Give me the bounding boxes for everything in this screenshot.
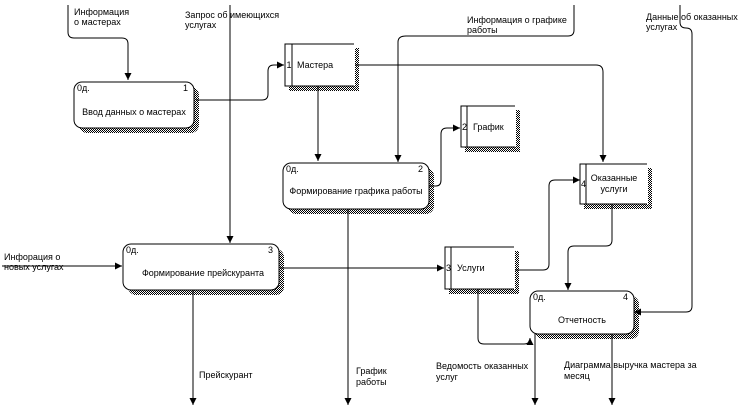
- flow-label-services-request-1: Запрос об имеющихся: [185, 10, 279, 20]
- flow-schedule-info-line[interactable]: [394, 5, 575, 162]
- flow-masters-to-rendered-line[interactable]: [354, 64, 607, 162]
- flow-label-schedule-info-1: Информация о графике: [467, 15, 567, 25]
- flow-label-statement-2: услуг: [436, 372, 459, 382]
- store-rendered-number: 4: [581, 179, 586, 189]
- flow-masters-info-line[interactable]: [67, 5, 132, 80]
- process-4-number: 4: [623, 292, 628, 302]
- flow-label-services-request-2: услугах: [185, 20, 217, 30]
- flow-label-schedule-info-2: работы: [467, 25, 498, 35]
- process-2-id: 0д.: [286, 164, 299, 174]
- store-masters-number: 1: [287, 60, 292, 70]
- store-schedule-label: График: [473, 122, 504, 132]
- flow-p1-to-masters-line[interactable]: [196, 61, 284, 101]
- store-services-label: Услуги: [457, 263, 485, 273]
- flow-label-statement-1: Ведомость оказанных: [436, 361, 529, 371]
- flow-services-to-p4-line[interactable]: [477, 289, 534, 346]
- flow-services-to-rendered-line[interactable]: [514, 176, 580, 271]
- flow-label-revenue-chart-1: Диаграмма выручка мастера за: [564, 360, 697, 370]
- process-1-label: Ввод данных о мастерах: [82, 107, 186, 117]
- process-1[interactable]: 0д. 1 Ввод данных о мастерах: [73, 81, 199, 133]
- process-3-number: 3: [268, 245, 273, 255]
- store-schedule-number: 2: [462, 122, 467, 132]
- flow-label-new-services-1: Инфорация о: [4, 252, 60, 262]
- process-4-id: 0д.: [533, 292, 546, 302]
- flow-label-price-list: Прейскурант: [199, 370, 253, 380]
- store-schedule[interactable]: 2 График: [460, 105, 520, 152]
- store-services-number: 3: [446, 263, 451, 273]
- process-4[interactable]: 0д. 4 Отчетность: [529, 290, 639, 339]
- process-2-label: Формирование графика работы: [289, 186, 422, 196]
- process-3-id: 0д.: [126, 245, 139, 255]
- store-rendered-label-line2: услуги: [601, 184, 628, 194]
- process-2[interactable]: 0д. 2 Формирование графика работы: [282, 162, 434, 214]
- flow-label-new-services-2: новых услугах: [4, 262, 64, 272]
- store-masters-label: Мастера: [297, 60, 333, 70]
- process-1-number: 1: [183, 83, 188, 93]
- process-1-id: 0д.: [77, 83, 90, 93]
- flow-label-schedule-out-2: работы: [356, 377, 387, 387]
- process-3-label: Формирование прейскуранта: [142, 268, 264, 278]
- flow-rendered-data-line[interactable]: [634, 5, 693, 316]
- flow-label-masters-info-1: Информация: [74, 7, 129, 17]
- process-3[interactable]: 0д. 3 Формирование прейскуранта: [122, 243, 284, 295]
- flow-rendered-to-p4-line[interactable]: [564, 204, 613, 290]
- flow-label-rendered-data-1: Данные об оказанных: [646, 12, 738, 22]
- store-rendered-label-line1: Оказанные: [591, 173, 638, 183]
- flow-label-schedule-out-1: График: [356, 366, 387, 376]
- store-rendered-services[interactable]: 4 Оказанные услуги: [579, 163, 652, 209]
- flow-label-rendered-data-2: услугах: [646, 22, 678, 32]
- flow-label-revenue-chart-2: месяц: [564, 371, 590, 381]
- flow-p2-to-schedule-line[interactable]: [428, 124, 460, 187]
- store-services[interactable]: 3 Услуги: [444, 246, 519, 294]
- store-masters[interactable]: 1 Мастера: [284, 43, 359, 91]
- process-2-number: 2: [418, 164, 423, 174]
- process-4-label: Отчетность: [558, 315, 606, 325]
- flow-label-masters-info-2: о мастерах: [74, 17, 121, 27]
